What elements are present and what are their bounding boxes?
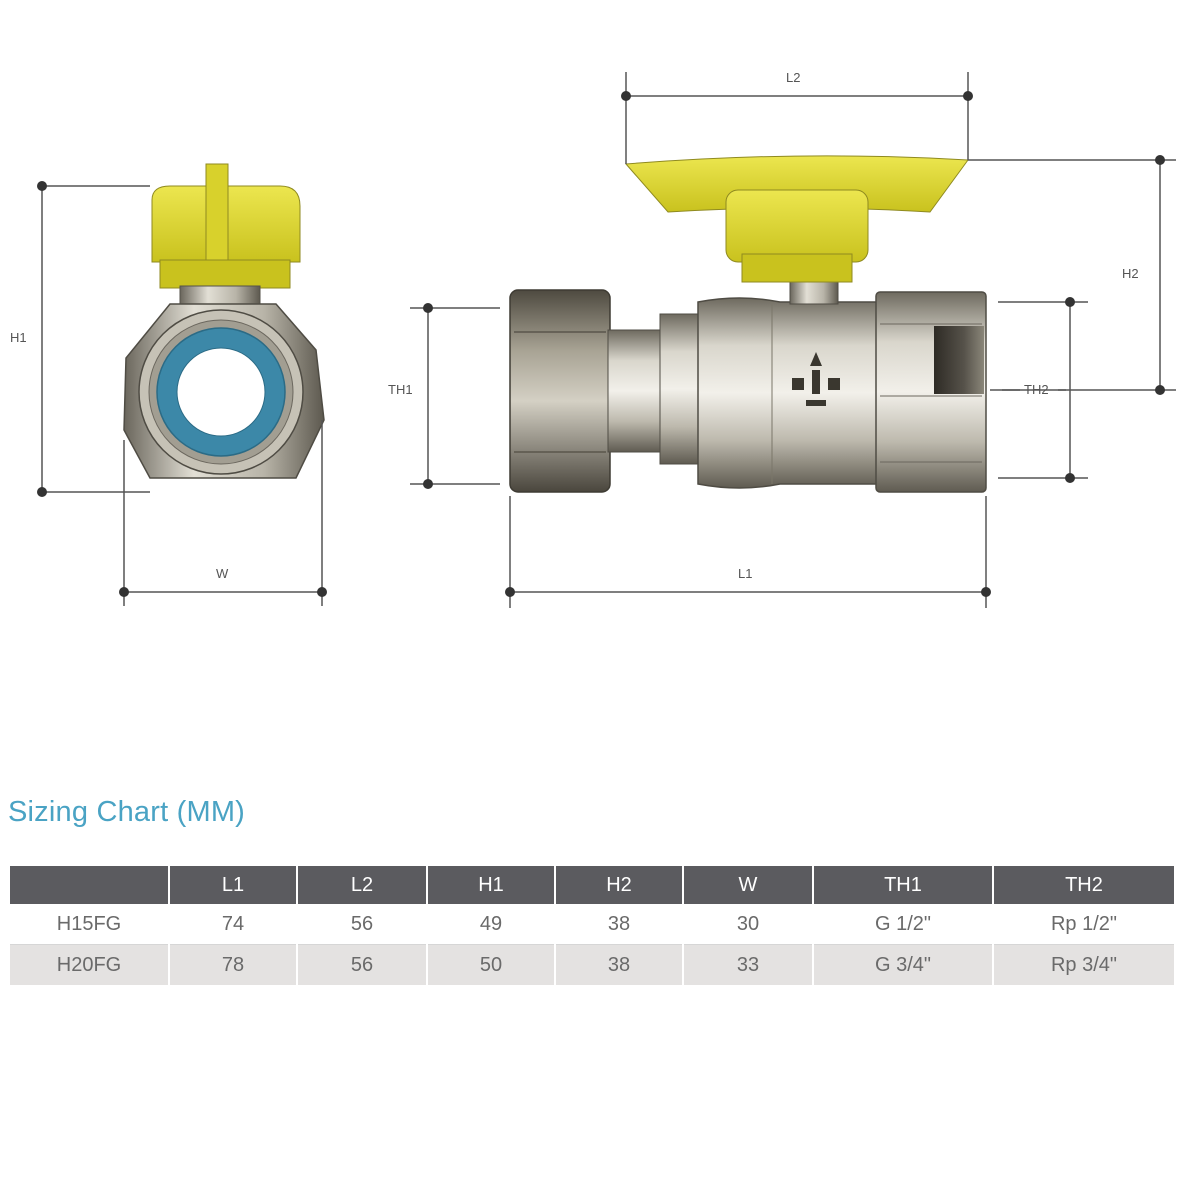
header-cell-h2: H2	[556, 866, 682, 904]
valve-technical-drawing: H1 W L2 H2 TH1 TH2 L1	[10, 70, 1176, 608]
dimension-lines	[37, 72, 1176, 608]
valve-body	[697, 297, 881, 489]
bore-hole	[176, 347, 266, 437]
header-cell-w: W	[684, 866, 812, 904]
union-nut	[509, 289, 611, 493]
table-row: H20FG 78 56 50 38 33 G 3/4" Rp 3/4"	[10, 945, 1174, 985]
table-cell: 33	[684, 945, 812, 985]
side-view	[123, 163, 325, 479]
header-cell-th1: TH1	[814, 866, 992, 904]
table-cell: Rp 3/4"	[994, 945, 1174, 985]
table-cell: 78	[170, 945, 296, 985]
table-header-row: L1 L2 H1 H2 W TH1 TH2	[10, 866, 1174, 904]
header-cell-l2: L2	[298, 866, 426, 904]
gas-flame-mark	[792, 352, 840, 406]
sizing-table: L1 L2 H1 H2 W TH1 TH2 H15FG 74 56 49 38 …	[8, 866, 1176, 985]
table-cell: Rp 1/2"	[994, 904, 1174, 945]
table-cell: H15FG	[10, 904, 168, 945]
table-cell: G 1/2"	[814, 904, 992, 945]
butterfly-handle	[624, 155, 969, 283]
sizing-chart-title: Sizing Chart (MM)	[8, 796, 246, 828]
table-cell: 50	[428, 945, 554, 985]
table-cell: G 3/4"	[814, 945, 992, 985]
table-cell: 38	[556, 904, 682, 945]
header-cell-l1: L1	[170, 866, 296, 904]
table-cell: 74	[170, 904, 296, 945]
table-row: H15FG 74 56 49 38 30 G 1/2" Rp 1/2"	[10, 904, 1174, 945]
header-cell-th2: TH2	[994, 866, 1174, 904]
table-cell: 49	[428, 904, 554, 945]
front-view	[509, 155, 987, 493]
header-cell-h1: H1	[428, 866, 554, 904]
dim-label-l1: L1	[738, 566, 752, 581]
dim-label-h2: H2	[1122, 266, 1139, 281]
table-cell: 30	[684, 904, 812, 945]
dim-label-l2: L2	[786, 70, 800, 85]
table-cell: 38	[556, 945, 682, 985]
header-cell-model	[10, 866, 168, 904]
table-cell: H20FG	[10, 945, 168, 985]
table-cell: 56	[298, 904, 426, 945]
dim-label-h1: H1	[10, 330, 27, 345]
dim-label-th1: TH1	[388, 382, 413, 397]
dim-label-th2: TH2	[1024, 382, 1049, 397]
side-view-handle	[151, 163, 301, 289]
table-cell: 56	[298, 945, 426, 985]
dim-label-w: W	[216, 566, 229, 581]
